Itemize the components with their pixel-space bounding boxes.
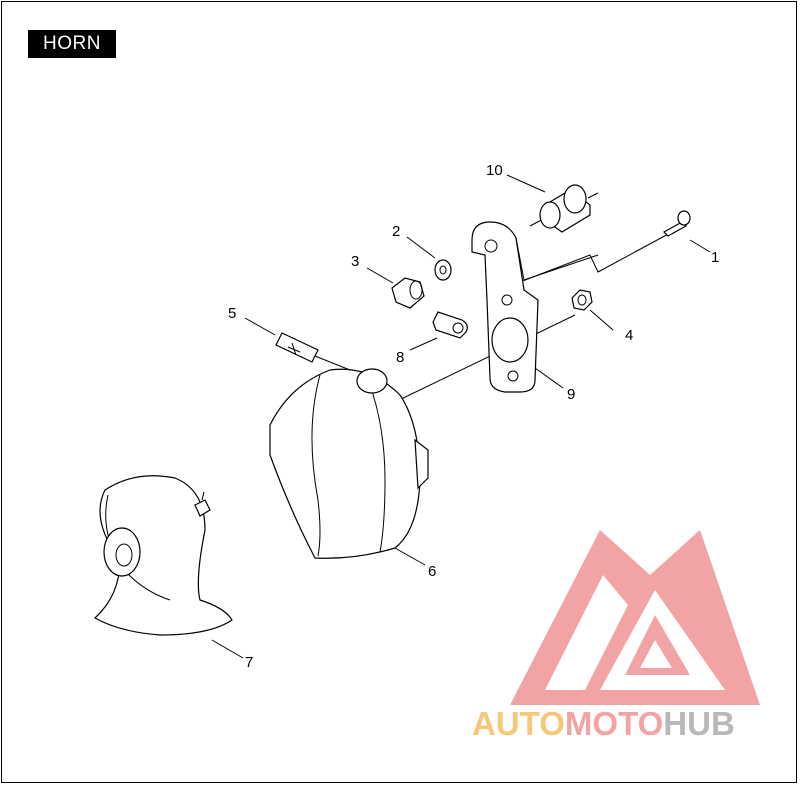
callout-3: 3 xyxy=(351,253,359,270)
horn xyxy=(93,475,233,636)
watermark-auto: AUTO xyxy=(472,705,565,742)
callout-4: 4 xyxy=(625,327,633,344)
callout-6: 6 xyxy=(428,563,436,580)
bolt xyxy=(663,210,691,237)
horn-cover xyxy=(269,368,429,559)
svg-text:AUTOMOTOHUB: AUTOMOTOHUB xyxy=(472,705,735,742)
leader-lines xyxy=(211,174,711,659)
watermark-text: AUTOMOTOHUB xyxy=(472,705,735,742)
callout-1: 1 xyxy=(711,249,719,266)
callout-5: 5 xyxy=(228,305,236,322)
watermark-moto: MOTO xyxy=(565,705,663,742)
lock-nut xyxy=(571,289,593,311)
callout-8: 8 xyxy=(396,349,404,366)
washer xyxy=(434,259,452,281)
callout-2: 2 xyxy=(392,223,400,240)
watermark-logo xyxy=(510,530,760,705)
acorn-nut xyxy=(391,277,425,309)
terminal-connector xyxy=(275,332,319,363)
callout-9: 9 xyxy=(567,386,575,403)
rubber-mount xyxy=(529,184,599,233)
wire-clip xyxy=(432,311,468,339)
callout-labels: 1 2 3 4 5 6 7 8 9 10 xyxy=(228,162,719,671)
horn-bracket xyxy=(471,221,599,393)
watermark-hub: HUB xyxy=(663,705,735,742)
diagram-title: HORN xyxy=(28,30,116,58)
callout-10: 10 xyxy=(486,162,503,179)
callout-7: 7 xyxy=(245,654,253,671)
